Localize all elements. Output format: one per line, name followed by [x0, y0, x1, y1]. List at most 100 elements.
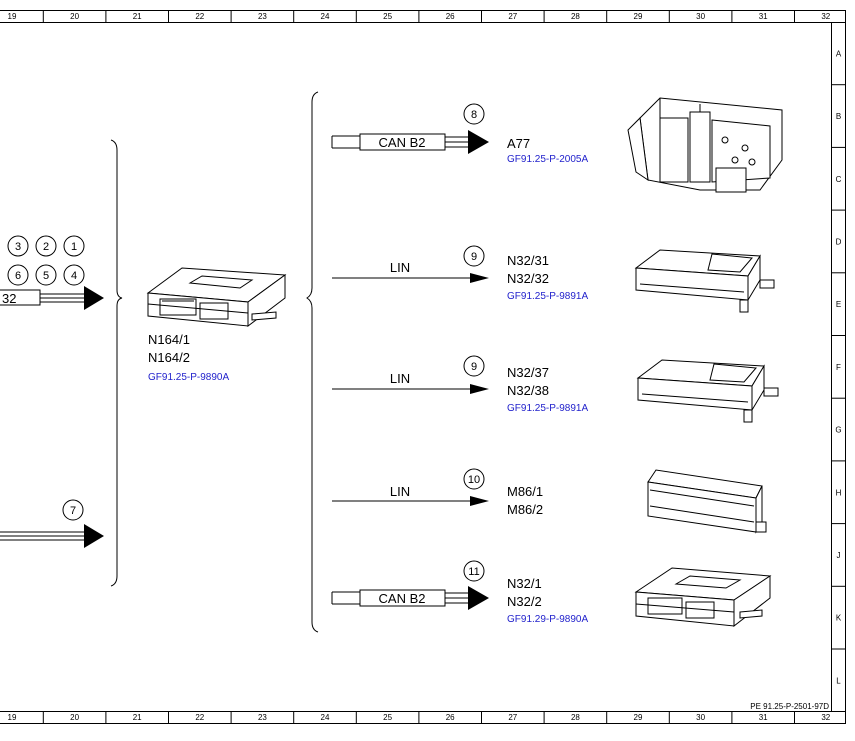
column-number: 30 — [696, 713, 705, 722]
doc-reference-link[interactable]: GF91.25-P-2005A — [507, 154, 588, 165]
column-number: 21 — [133, 12, 142, 21]
left-connector-group: 3 2 1 6 5 4 32 7 — [0, 235, 104, 548]
column-number: 29 — [634, 713, 643, 722]
component-designation: A77 — [507, 136, 530, 151]
component-designation: N32/32 — [507, 271, 549, 286]
connector-number: 7 — [70, 505, 76, 517]
row-letter: L — [836, 676, 841, 685]
bus-label: CAN B2 — [379, 591, 426, 606]
connector-circle — [463, 560, 485, 582]
column-number: 23 — [258, 12, 267, 21]
connector-circle — [463, 103, 485, 125]
doc-reference-link[interactable]: GF91.25-P-9890A — [148, 372, 229, 383]
column-number: 24 — [321, 12, 330, 21]
connector-number: 10 — [468, 474, 480, 486]
connector-circle — [463, 355, 485, 377]
central-module: N164/1 N164/2 GF91.25-P-9890A — [146, 267, 287, 383]
column-number: 29 — [634, 12, 643, 21]
connector-circle: 3 — [7, 235, 29, 257]
connector-number: 9 — [471, 361, 477, 373]
left-brace — [110, 139, 123, 587]
bus-label: LIN — [390, 371, 410, 386]
branch-m86: LIN 10 M86/1 M86/2 — [332, 468, 767, 534]
connector-circle: 1 — [63, 235, 85, 257]
document-id: PE 91.25-P-2501-97D — [750, 702, 829, 711]
component-designation: N32/1 — [507, 576, 542, 591]
connector-number: 6 — [15, 270, 21, 282]
switch-module-icon — [627, 97, 783, 193]
right-brace — [306, 91, 319, 633]
column-number: 32 — [821, 12, 830, 21]
column-number: 27 — [508, 713, 517, 722]
branch-a77: CAN B2 8 A77 GF91.25-P-2005A — [331, 97, 783, 193]
bus-label: CAN B2 — [379, 135, 426, 150]
connector-number: 4 — [71, 270, 77, 282]
column-number: 28 — [571, 12, 580, 21]
component-designation: N32/38 — [507, 383, 549, 398]
column-number: 22 — [195, 12, 204, 21]
connector-circle: 4 — [63, 264, 85, 286]
connector-number: 1 — [71, 241, 77, 253]
bus-label: LIN — [390, 260, 410, 275]
row-letter: B — [836, 112, 841, 121]
blower-motor-icon — [647, 469, 767, 534]
connector-number: 5 — [43, 270, 49, 282]
seat-module-icon — [634, 567, 772, 628]
row-letter: K — [836, 614, 842, 623]
row-letter: D — [836, 237, 842, 246]
row-letter: H — [836, 488, 842, 497]
column-number: 30 — [696, 12, 705, 21]
doc-reference-link[interactable]: GF91.25-P-9891A — [507, 403, 588, 414]
module-designation: N164/1 — [148, 332, 190, 347]
control-unit-icon — [146, 267, 287, 328]
row-letter: G — [835, 426, 841, 435]
column-number: 20 — [70, 713, 79, 722]
column-number: 19 — [8, 713, 17, 722]
doc-reference-link[interactable]: GF91.29-P-9890A — [507, 614, 588, 625]
column-number: 21 — [133, 713, 142, 722]
column-number: 25 — [383, 12, 392, 21]
can-bus-connection: CAN B2 — [331, 586, 489, 610]
component-designation: N32/37 — [507, 365, 549, 380]
bus-arrow-left-top: 32 — [0, 286, 104, 310]
row-letter: C — [836, 175, 842, 184]
row-scale-right: A B C D E F G H J K L — [831, 49, 846, 685]
column-number: 26 — [446, 12, 455, 21]
module-designation: N164/2 — [148, 350, 190, 365]
component-designation: M86/2 — [507, 502, 543, 517]
column-number: 32 — [821, 713, 830, 722]
connector-circle: 6 — [7, 264, 29, 286]
bus-label-partial: 32 — [2, 291, 16, 306]
column-number: 25 — [383, 713, 392, 722]
bus-arrow-left-bottom: 7 — [0, 499, 104, 548]
component-designation: N32/2 — [507, 594, 542, 609]
row-letter: F — [836, 363, 841, 372]
connector-circle: 2 — [35, 235, 57, 257]
row-letter: J — [837, 551, 841, 560]
connector-number: 11 — [468, 566, 479, 578]
connector-circle — [463, 468, 485, 490]
column-number: 26 — [446, 713, 455, 722]
can-bus-connection: CAN B2 — [331, 130, 489, 154]
connector-circle: 5 — [35, 264, 57, 286]
column-number: 27 — [508, 12, 517, 21]
column-number: 31 — [759, 713, 768, 722]
doc-reference-link[interactable]: GF91.25-P-9891A — [507, 291, 588, 302]
column-number: 19 — [8, 12, 17, 21]
row-letter: A — [836, 49, 842, 58]
connector-number: 8 — [471, 109, 477, 121]
branch-n32-1: CAN B2 11 N32/1 N32/2 GF91.29-P-9890A — [331, 560, 772, 628]
component-designation: N32/31 — [507, 253, 549, 268]
connector-number: 2 — [43, 241, 49, 253]
branch-n32-31: LIN 9 N32/31 N32/32 GF91.25-P-9891A — [332, 245, 775, 313]
drawing-frame — [0, 10, 846, 724]
row-letter: E — [836, 300, 841, 309]
connector-circle — [463, 245, 485, 267]
column-number: 23 — [258, 713, 267, 722]
column-number: 22 — [195, 713, 204, 722]
column-number: 31 — [759, 12, 768, 21]
branch-n32-37: LIN 9 N32/37 N32/38 GF91.25-P-9891A — [332, 355, 779, 423]
